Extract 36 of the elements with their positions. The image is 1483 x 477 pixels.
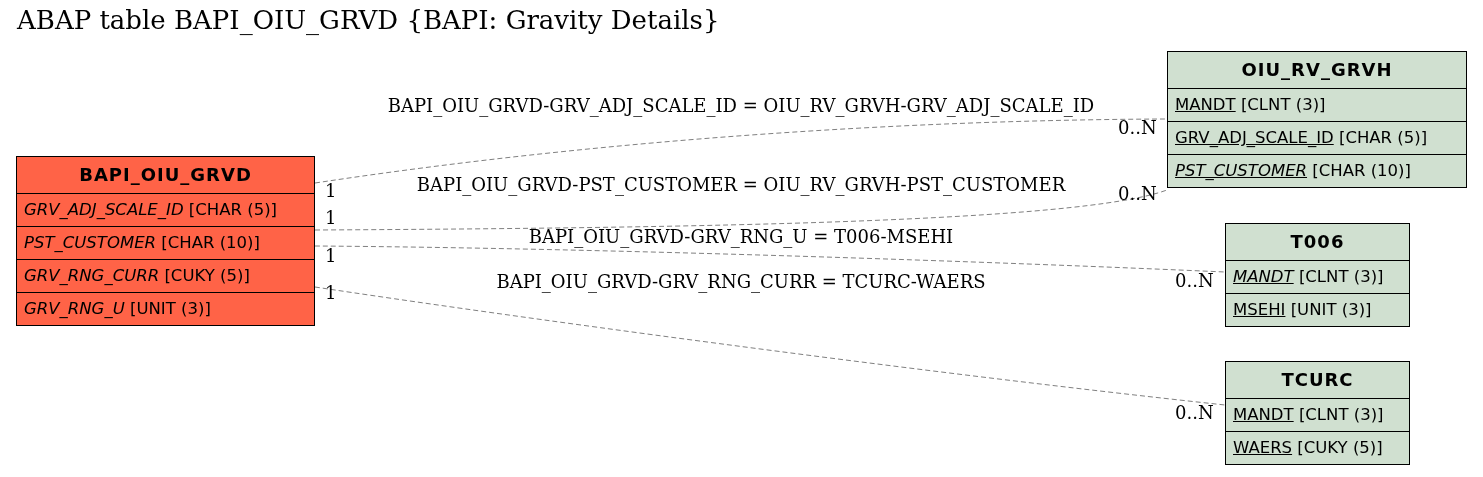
cardinality-label: 1 (325, 245, 337, 266)
relationship-line (314, 189, 1168, 231)
cardinality-label: 1 (325, 180, 337, 201)
cardinality-label: 0..N (1175, 270, 1214, 291)
edge-label: BAPI_OIU_GRVD-GRV_RNG_U = T006-MSEHI (528, 226, 954, 247)
diagram-title: ABAP table BAPI_OIU_GRVD {BAPI: Gravity Details} (17, 5, 720, 36)
entity-table (1225, 223, 1410, 327)
cardinality-label: 0..N (1118, 117, 1157, 138)
relationship-line (314, 286, 1226, 406)
table-name: TCURC (1226, 362, 1409, 399)
cardinality-label: 1 (325, 282, 337, 303)
edge-label: BAPI_OIU_GRVD-PST_CUSTOMER = OIU_RV_GRVH-PST_CUSTOMER (416, 174, 1066, 195)
table-name: T006 (1226, 224, 1409, 261)
table-field: MSEHI [UNIT (3)] (1226, 294, 1409, 327)
relationship-line (314, 118, 1168, 184)
table-name: BAPI_OIU_GRVD (17, 157, 314, 194)
cardinality-label: 0..N (1118, 183, 1157, 204)
table-field: MANDT [CLNT (3)] (1226, 399, 1409, 432)
edge-label: BAPI_OIU_GRVD-GRV_ADJ_SCALE_ID = OIU_RV_GRVH-GRV_ADJ_SCALE_ID (387, 95, 1095, 116)
table-field: GRV_RNG_CURR [CUKY (5)] (17, 260, 314, 293)
entity-table (1225, 361, 1410, 465)
table-field: WAERS [CUKY (5)] (1226, 432, 1409, 465)
table-field: GRV_ADJ_SCALE_ID [CHAR (5)] (1168, 122, 1466, 155)
table-field: GRV_RNG_U [UNIT (3)] (17, 293, 314, 326)
entity-table (16, 156, 315, 326)
relationship-line (314, 245, 1226, 273)
table-field: PST_CUSTOMER [CHAR (10)] (17, 227, 314, 260)
cardinality-label: 0..N (1175, 402, 1214, 423)
entity-table (1167, 51, 1467, 188)
table-field: MANDT [CLNT (3)] (1226, 261, 1409, 294)
cardinality-label: 1 (325, 207, 337, 228)
table-field: PST_CUSTOMER [CHAR (10)] (1168, 155, 1466, 188)
table-field: GRV_ADJ_SCALE_ID [CHAR (5)] (17, 194, 314, 227)
table-name: OIU_RV_GRVH (1168, 52, 1466, 89)
table-field: MANDT [CLNT (3)] (1168, 89, 1466, 122)
edge-label: BAPI_OIU_GRVD-GRV_RNG_CURR = TCURC-WAERS (496, 271, 986, 292)
